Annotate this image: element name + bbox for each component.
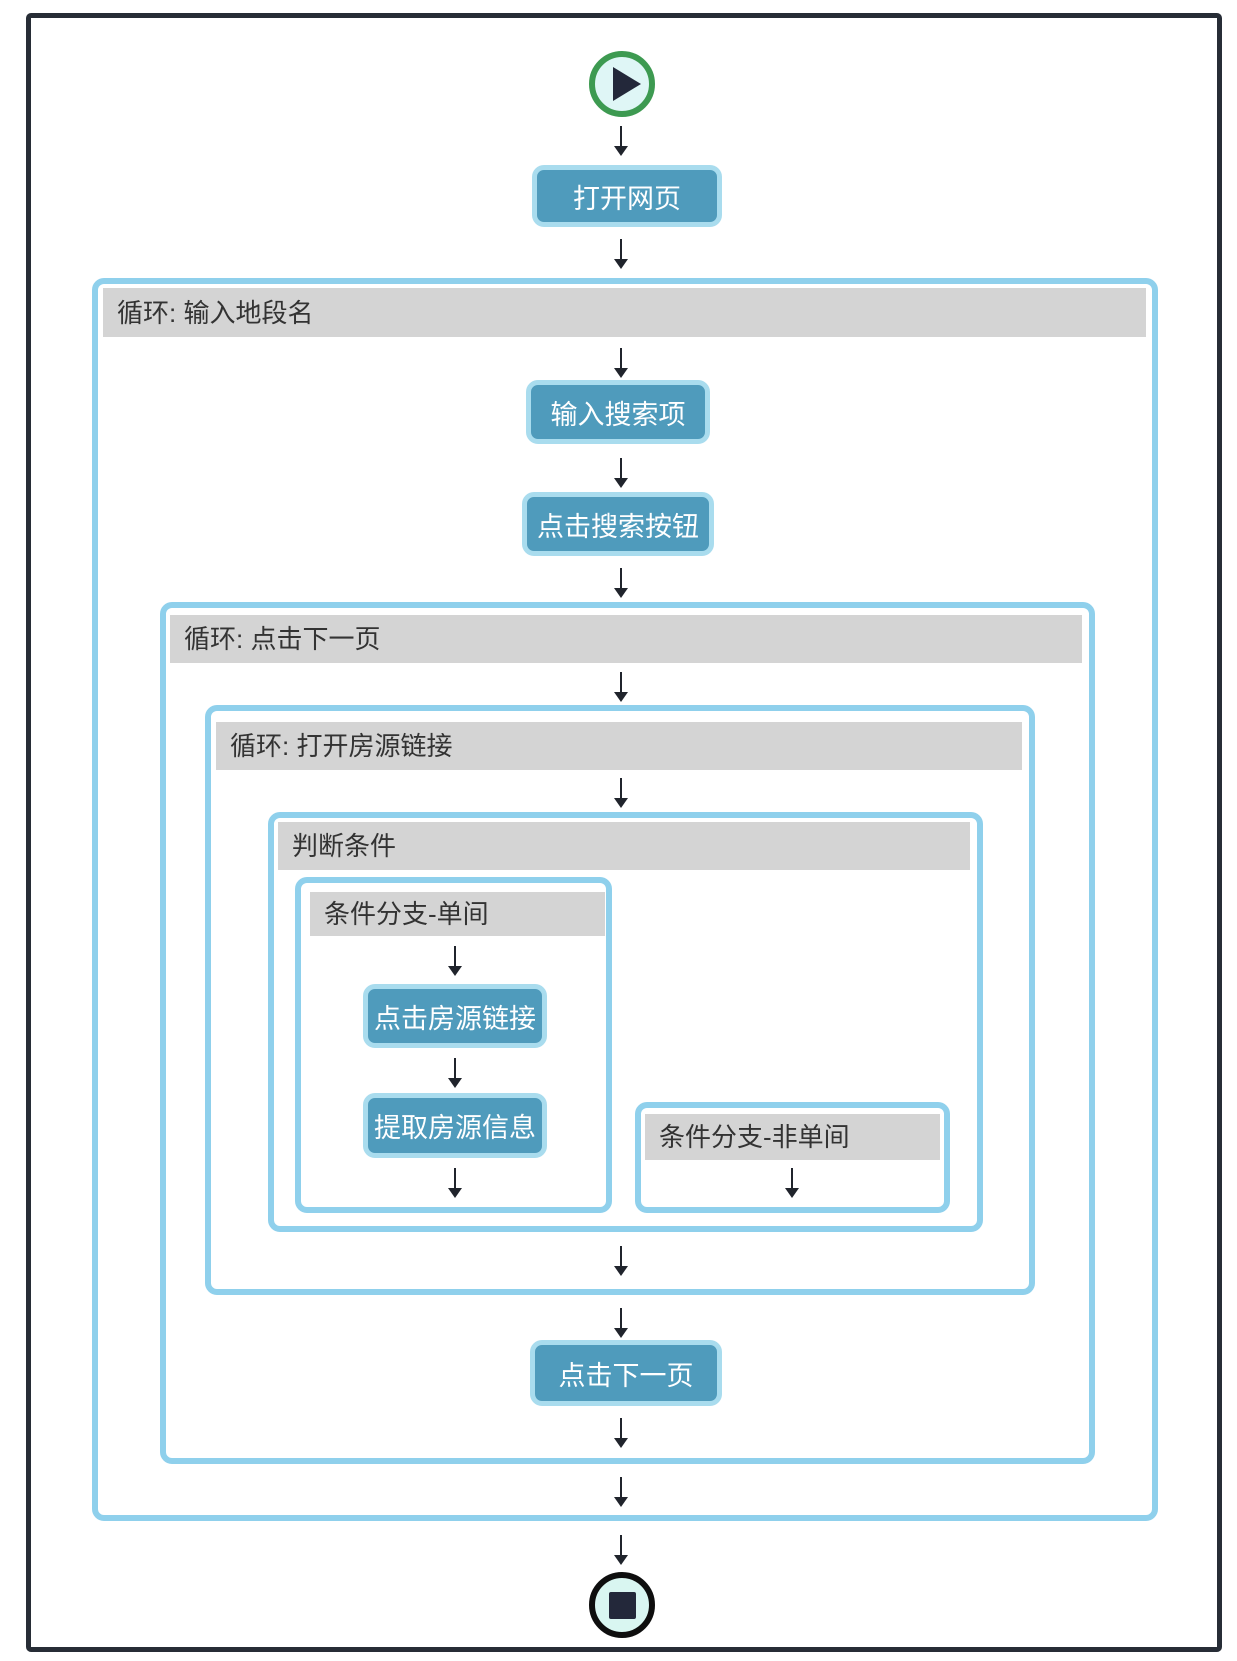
flow-arrow-icon xyxy=(613,778,629,808)
step-open-webpage[interactable]: 打开网页 xyxy=(532,165,722,227)
flow-arrow-icon xyxy=(613,1535,629,1565)
flow-arrow-icon xyxy=(613,458,629,488)
condition-container[interactable]: 判断条件 条件分支-单间 点击房源链接 提取房源信息 xyxy=(268,812,983,1232)
step-click-next-page[interactable]: 点击下一页 xyxy=(530,1340,722,1406)
flow-arrow-icon xyxy=(447,1168,463,1198)
stop-icon xyxy=(608,1591,636,1619)
flow-arrow-icon xyxy=(447,1058,463,1088)
loop-header-click-next-page[interactable]: 循环: 点击下一页 xyxy=(170,615,1082,663)
flow-arrow-icon xyxy=(613,568,629,598)
step-input-search-term[interactable]: 输入搜索项 xyxy=(526,380,710,444)
stop-node[interactable] xyxy=(589,1572,655,1638)
workflow-frame: 打开网页 循环: 输入地段名 输入搜索项 点击搜索按钮 循环: 点击下一页 循环… xyxy=(26,13,1222,1652)
start-node[interactable] xyxy=(589,51,655,117)
loop-container-open-listing-link[interactable]: 循环: 打开房源链接 判断条件 条件分支-单间 点击房源链接 提取房源信息 xyxy=(205,705,1035,1295)
flow-arrow-icon xyxy=(613,126,629,156)
step-click-listing-link[interactable]: 点击房源链接 xyxy=(363,984,547,1048)
flow-arrow-icon xyxy=(613,1246,629,1276)
loop-header-input-location[interactable]: 循环: 输入地段名 xyxy=(103,288,1146,337)
branch-header-single-room[interactable]: 条件分支-单间 xyxy=(310,892,605,936)
branch-header-not-single-room[interactable]: 条件分支-非单间 xyxy=(645,1114,940,1160)
flow-arrow-icon xyxy=(784,1168,800,1198)
loop-container-input-location[interactable]: 循环: 输入地段名 输入搜索项 点击搜索按钮 循环: 点击下一页 循环: 打开房… xyxy=(92,278,1158,1521)
flow-arrow-icon xyxy=(613,239,629,269)
flow-arrow-icon xyxy=(613,1477,629,1507)
play-icon xyxy=(612,67,641,101)
flow-arrow-icon xyxy=(613,1308,629,1338)
step-extract-listing-info[interactable]: 提取房源信息 xyxy=(363,1093,547,1158)
flow-arrow-icon xyxy=(613,348,629,378)
loop-container-click-next-page[interactable]: 循环: 点击下一页 循环: 打开房源链接 判断条件 条件分支-单间 点击房源链接 xyxy=(160,602,1095,1464)
flow-arrow-icon xyxy=(447,946,463,976)
flow-arrow-icon xyxy=(613,672,629,702)
condition-header[interactable]: 判断条件 xyxy=(278,822,970,870)
loop-header-open-listing-link[interactable]: 循环: 打开房源链接 xyxy=(216,722,1022,770)
step-click-search-button[interactable]: 点击搜索按钮 xyxy=(522,492,714,556)
flow-arrow-icon xyxy=(613,1418,629,1448)
branch-container-single-room[interactable]: 条件分支-单间 点击房源链接 提取房源信息 xyxy=(295,877,612,1213)
branch-container-not-single-room[interactable]: 条件分支-非单间 xyxy=(635,1102,950,1213)
